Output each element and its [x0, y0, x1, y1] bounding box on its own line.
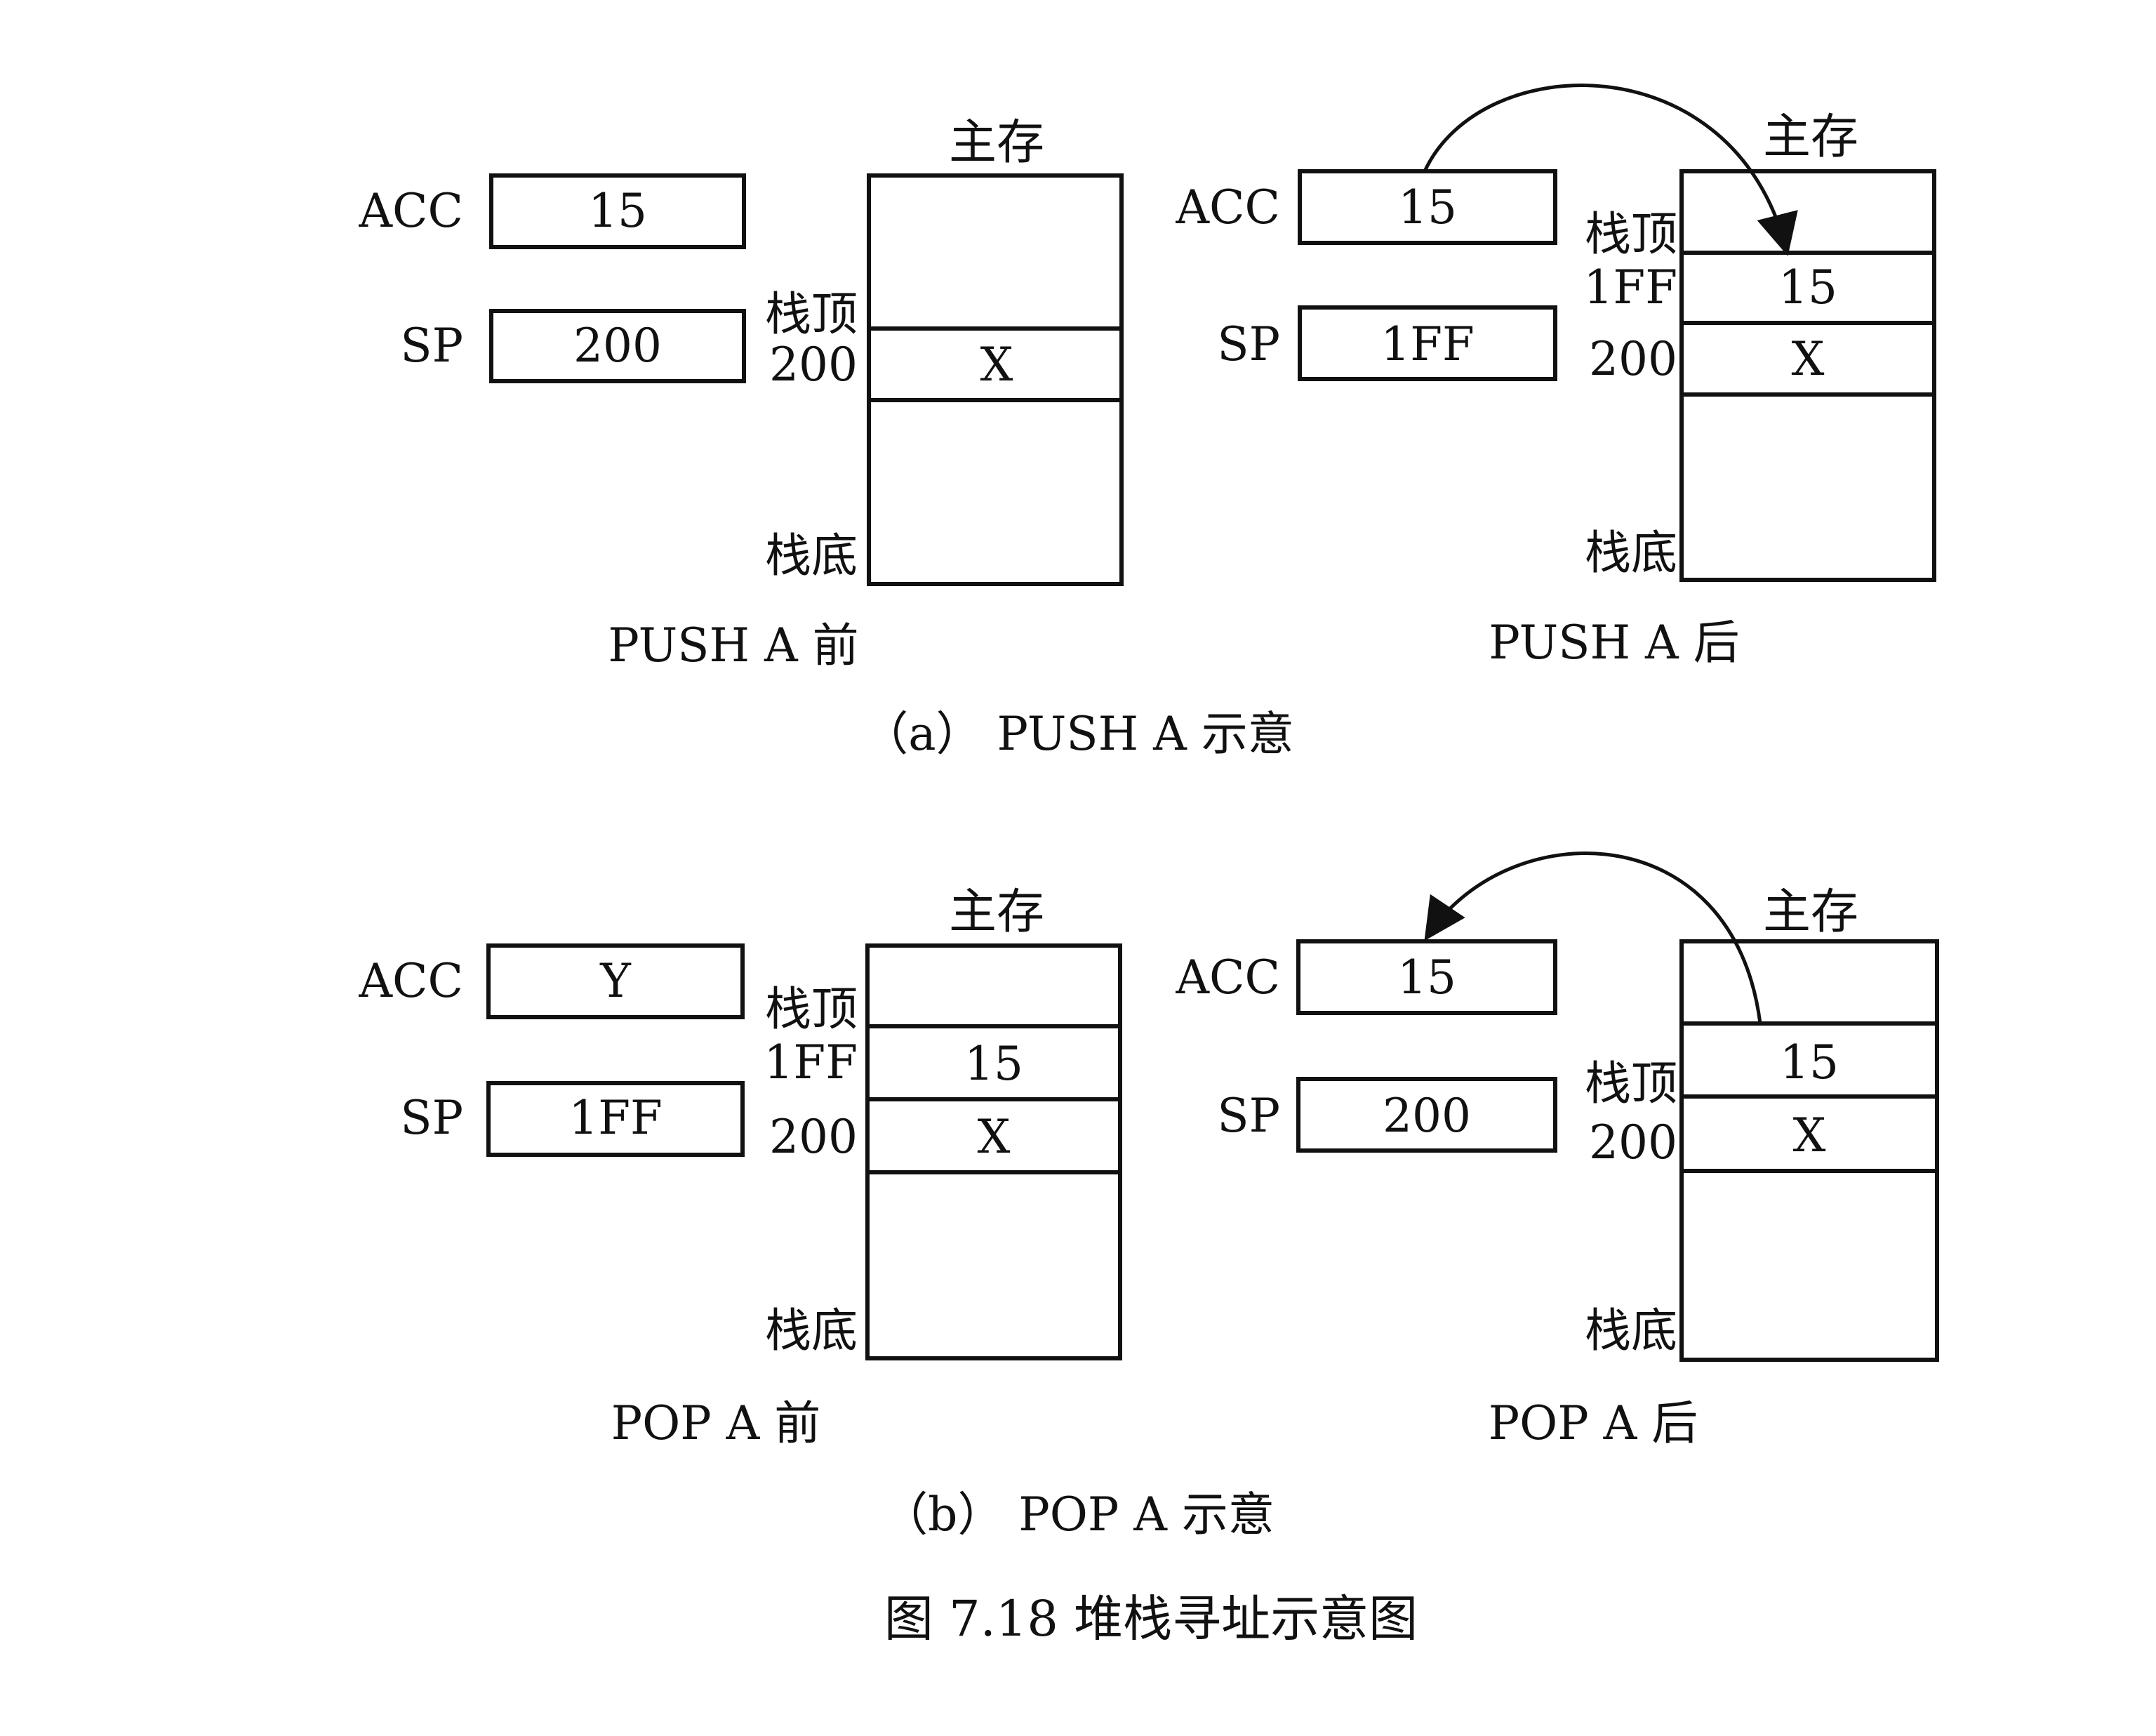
acc-label: ACC [1175, 180, 1280, 234]
acc-label: ACC [358, 954, 463, 1008]
stack-bottom-label: 栈底 [765, 529, 858, 583]
address-200: 200 [769, 338, 858, 392]
sp-register [1296, 1077, 1557, 1153]
address-1ff: 1FF [1583, 260, 1677, 314]
cell-1ff-value: 15 [1780, 1035, 1839, 1089]
cell-200-value: X [1792, 332, 1825, 386]
push-before-caption: PUSH A 前 [608, 618, 858, 672]
memory-block [1679, 939, 1939, 1362]
stack-top-label: 栈顶 [765, 982, 858, 1036]
address-200: 200 [1589, 1115, 1677, 1170]
sp-value: 1FF [568, 1091, 663, 1145]
stack-top-label: 栈顶 [1585, 1056, 1677, 1111]
sp-value: 200 [1383, 1089, 1471, 1143]
stack-bottom-label: 栈底 [765, 1304, 858, 1358]
cell-200-value: X [1793, 1108, 1826, 1162]
acc-value: 15 [1398, 180, 1457, 234]
pop-before-panel: ACC Y SP 1FF 主存 15 X 栈顶 1FF 200 栈底 POP A… [358, 884, 1122, 1450]
acc-value: Y [599, 954, 632, 1008]
acc-value: 15 [1397, 950, 1456, 1005]
acc-label: ACC [358, 184, 463, 238]
acc-register [489, 173, 746, 249]
sp-value: 200 [573, 319, 662, 373]
sp-label: SP [1217, 1089, 1280, 1143]
pop-before-caption: POP A 前 [611, 1396, 821, 1450]
memory-block [867, 173, 1124, 586]
cell-200-value: X [980, 338, 1013, 392]
cell-200-value: X [978, 1110, 1011, 1164]
figure-caption: 图 7.18 堆栈寻址示意图 [884, 1590, 1418, 1648]
address-200: 200 [769, 1110, 858, 1164]
memory-label: 主存 [949, 884, 1044, 940]
pop-after-caption: POP A 后 [1489, 1396, 1698, 1450]
sp-label: SP [400, 319, 463, 373]
address-200: 200 [1589, 332, 1677, 386]
address-1ff: 1FF [764, 1035, 858, 1089]
sp-label: SP [1217, 317, 1280, 371]
acc-register [486, 943, 745, 1019]
push-before-panel: ACC 15 SP 200 主存 X 栈顶 200 栈底 PUSH A 前 [358, 115, 1124, 672]
stack-top-label: 栈顶 [1585, 207, 1677, 261]
acc-register [1298, 169, 1557, 245]
cell-1ff-value: 15 [1778, 260, 1837, 314]
pop-after-panel: ACC 15 SP 200 主存 15 X 栈顶 200 栈底 POP A 后 [1175, 852, 1939, 1450]
sp-register [489, 309, 746, 383]
memory-label: 主存 [1763, 884, 1858, 940]
push-arrow [1423, 84, 1798, 256]
pop-arrow [1424, 852, 1762, 1024]
sp-label: SP [400, 1091, 463, 1145]
memory-label: 主存 [949, 115, 1044, 171]
acc-register [1296, 939, 1557, 1015]
acc-label: ACC [1175, 950, 1280, 1005]
memory-label: 主存 [1763, 110, 1858, 165]
sp-value: 1FF [1380, 317, 1475, 371]
pop-subcaption: （b） POP A 示意 [881, 1487, 1275, 1542]
cell-1ff-value: 15 [964, 1037, 1023, 1091]
stack-bottom-label: 栈底 [1585, 1304, 1677, 1358]
acc-value: 15 [588, 184, 647, 238]
push-subcaption: （a） PUSH A 示意 [862, 707, 1294, 761]
sp-register [1298, 305, 1557, 381]
push-after-caption: PUSH A 后 [1489, 616, 1739, 670]
sp-register [486, 1081, 745, 1157]
stack-bottom-label: 栈底 [1585, 526, 1677, 580]
memory-block [865, 943, 1122, 1360]
push-after-panel: ACC 15 SP 1FF 主存 15 X 栈顶 1FF 200 栈底 PUSH… [1175, 84, 1936, 670]
memory-block [1679, 169, 1936, 582]
stack-top-label: 栈顶 [765, 287, 858, 341]
